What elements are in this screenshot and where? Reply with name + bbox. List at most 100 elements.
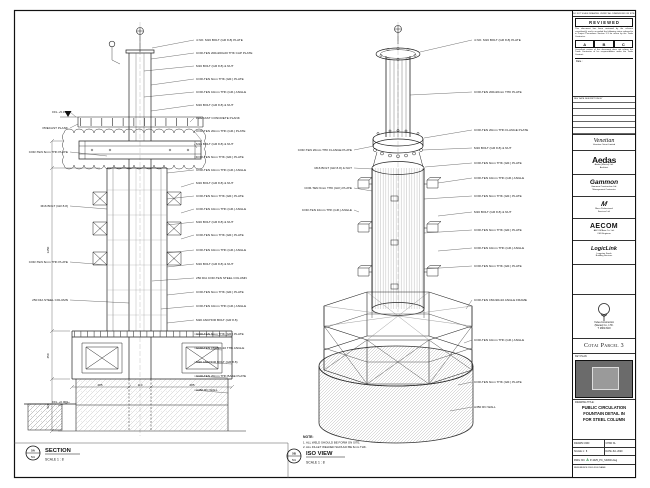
callout-label: M16 BOLT (GR 8.8) & NUT [474, 146, 512, 150]
revision-row [573, 116, 635, 122]
callout-label: M20 ANCHOR BOLT (GR 8.8) [196, 360, 238, 364]
reviewed-stamp: R E V I E W E D This document has been r… [573, 17, 635, 97]
view-scale: SCALE 1 : 8 [306, 461, 325, 465]
dimension-label: 450 [46, 353, 50, 358]
project-name: Cotai Parcel 3 [573, 339, 635, 354]
callout-label: PRECAST PLANK [42, 126, 68, 130]
dwg-no-value: P-1025_PC_SD300.dwg [589, 458, 618, 462]
drawing-number-row: DWG NO. A P-1025_PC_SD300.dwg [573, 456, 635, 465]
section-view-drawing: 1250 450 520 285 110 285 [24, 22, 246, 436]
callout-label: COR-TEN 6mm THK (GR.) PLATE [196, 290, 244, 294]
callout-label: COR-TEN 6mm THK (GR.) PLATE [196, 332, 244, 336]
iso-view-label: 5B 501 ISO VIEW SCALE 1 : 8 [286, 448, 345, 465]
date-cell: DATE JUL 2020 [605, 450, 623, 453]
callout-label: COR-TEN 6mm THK (GR.) PLATE [196, 77, 244, 81]
callout-label: COR-TEN 6mm THK (GR.) PLATE [196, 194, 244, 198]
callout-label: M16 BOLT (GR 8.8) & NUT [474, 210, 512, 214]
callout-label: M16 BOLT (GR 8.8) & NUT [314, 166, 352, 170]
drawing-title-box: DRAWING TITLE: PUBLIC CIRCULATION FOUNTA… [573, 400, 635, 440]
callout-label: 4 NO. M16 BOLT (GR 8.8) PLATE [196, 38, 243, 42]
callout-label: M16 BOLT (GR 8.8) & NUT [196, 64, 234, 68]
no-scale-note: DO NOT SCALE DRAWING. VERIFY ALL DIMENSI… [573, 13, 635, 17]
callout-label: COR-TEN 6mm THK PLATE [29, 150, 68, 154]
dimension-label: 1250 [46, 246, 50, 253]
view-title: ISO VIEW [306, 451, 333, 457]
callout-label: COR-TEN 6mm THK (GR.) PLATE [196, 233, 244, 237]
engineer-logo-box: AECOM AECOM Asia Co. Ltd. C&S Engineer [573, 219, 635, 241]
reviewed-stamp-title: R E V I E W E D [575, 18, 633, 27]
dwg-no-label: DWG NO. [574, 458, 586, 462]
section-callouts: 4 NO. M16 BOLT (GR 8.8) PLATE COR-TEN 20… [29, 38, 253, 404]
consultant-logo-box: M Meca Professional Services Ltd. [573, 197, 635, 219]
status-badge: A [586, 458, 589, 462]
drawn-chkd-row: DRAWN CWD CHKD KL [573, 440, 635, 448]
aecom-logo: AECOM [589, 223, 619, 231]
callout-label: 250 DIA STEEL COLUMN [32, 298, 68, 302]
reviewed-date-label: Date : [575, 57, 633, 64]
status-option-a: A [575, 39, 595, 48]
callout-label: M16 BOLT (GR 8.8) & NUT [196, 181, 234, 185]
consultant-logo: M [600, 201, 608, 209]
dimension-label: 110 [138, 383, 143, 387]
view-scale: SCALE 1 : 8 [45, 458, 64, 462]
revision-table: REV DATE DESCRIPTION BY [573, 97, 635, 135]
venetian-logo: Venetian [593, 138, 615, 145]
callout-label: M16 BOLT (GR 8.8) & NUT [196, 142, 234, 146]
callout-label: FFL +0.000 [52, 400, 68, 404]
callout-label: M20 ANCHOR BOLT (GR 8.8) [196, 318, 238, 322]
scale-cell: SCALE 1 : 8 [573, 448, 605, 455]
callout-label: COR-TEN 20mm THK FLANGE PLATE [474, 128, 528, 132]
callout-label: COR-TEN 6mm THK (GR.) PLATE [474, 228, 522, 232]
dimension-label: 520 [46, 403, 50, 408]
callout-label: COR-TEN 6mm THK (GR.) PLATE [474, 194, 522, 198]
callout-label: COR-TEN 10mm THK (GR.) ANGLE [474, 246, 524, 250]
callout-label: PRECAST CONCRETE PLANK [196, 116, 241, 120]
callout-label: COR-TEN 6mm THK (GR.) PLATE [474, 264, 522, 268]
callout-label: 250 DIA COR-TEN STEEL COLUMN [196, 276, 247, 280]
tree-logo-icon [598, 303, 610, 322]
revision-row [573, 128, 635, 134]
iso-view-drawing [318, 22, 474, 444]
callout-label: M16 BOLT (GR 8.8) & NUT [196, 262, 234, 266]
drawn-cell: DRAWN CWD [573, 440, 605, 447]
callout-label: COR-TEN 10mm THK (GR.) ANGLE [474, 338, 524, 342]
key-plan-label: KEY PLAN [575, 355, 587, 358]
callout-label: COR-TEN 10mm THK (GR.) ANGLE [474, 176, 524, 180]
callout-label: COR-TEN 150x90x10 ANGLE FRAME [474, 298, 527, 302]
client-name: Venetian Orient Limited [592, 144, 616, 147]
client-logo-box: Venetian Venetian Orient Limited [573, 135, 635, 151]
detail-sheet-ref: 501 [292, 459, 297, 462]
callout-label: COR-TEN 20mm THK FLANGE PLATE [298, 148, 352, 152]
callout-label: M16 BOLT (GR 8.8) & NUT [196, 103, 234, 107]
callout-label: COR-TEN 10mm THK (GR.) ANGLE [196, 304, 246, 308]
services-logo-box: LogicLink Langston Sarah Building Servic… [573, 241, 635, 265]
contractor-logo-box: Gammon Gammon Construction Ltd. Manageme… [573, 175, 635, 197]
detail-sheet-ref: 501 [31, 456, 36, 459]
callout-label: COR-TEN 10mm THK (GR.) ANGLE [196, 207, 246, 211]
reference-note: REFERENCE DWG FILE NAME [574, 467, 606, 469]
callout-label: M16 BOLT (GR 8.8) & NUT [196, 220, 234, 224]
callout-label: COR-TEN 20mm THK BASE PLATE [196, 374, 246, 378]
callout-label: A350 RC WALL [196, 388, 218, 392]
key-plan: KEY PLAN [573, 354, 635, 400]
callout-label: COR-TEN 200x200x20 THK CAP PLATE [196, 51, 252, 55]
reviewed-stamp-disclaimer: Consultant review of this document does … [575, 48, 633, 57]
detail-marker: 5A [31, 449, 36, 453]
callout-label: COR-TEN 10mm THK (GR.) ANGLE [196, 248, 246, 252]
callout-label: A350 RC WALL [474, 405, 496, 409]
revision-row [573, 109, 635, 116]
callout-label: M16 BOLT (GR 8.8) [41, 204, 68, 208]
view-title: SECTION [45, 448, 71, 454]
revision-row: REV DATE DESCRIPTION BY [573, 97, 635, 104]
callout-label: COR-TEN 10mm THK (GR.) ANGLE [196, 168, 246, 172]
reviewed-stamp-body: This document has been reviewed by the r… [575, 28, 633, 39]
logiclink-logo: LogicLink [591, 246, 617, 253]
subcontractor-box: Yudea Construction (Macau) Co., LTD. T: … [573, 295, 635, 339]
callout-label: FFL +5.150 [52, 110, 68, 114]
empty-consultant-box [573, 265, 635, 295]
callout-label: COR-TEN 10mm THK (GR.) ANGLE [302, 208, 352, 212]
revision-row [573, 103, 635, 110]
callout-label: COR-TEN 150x90x10 THK ANGLE [196, 346, 244, 350]
